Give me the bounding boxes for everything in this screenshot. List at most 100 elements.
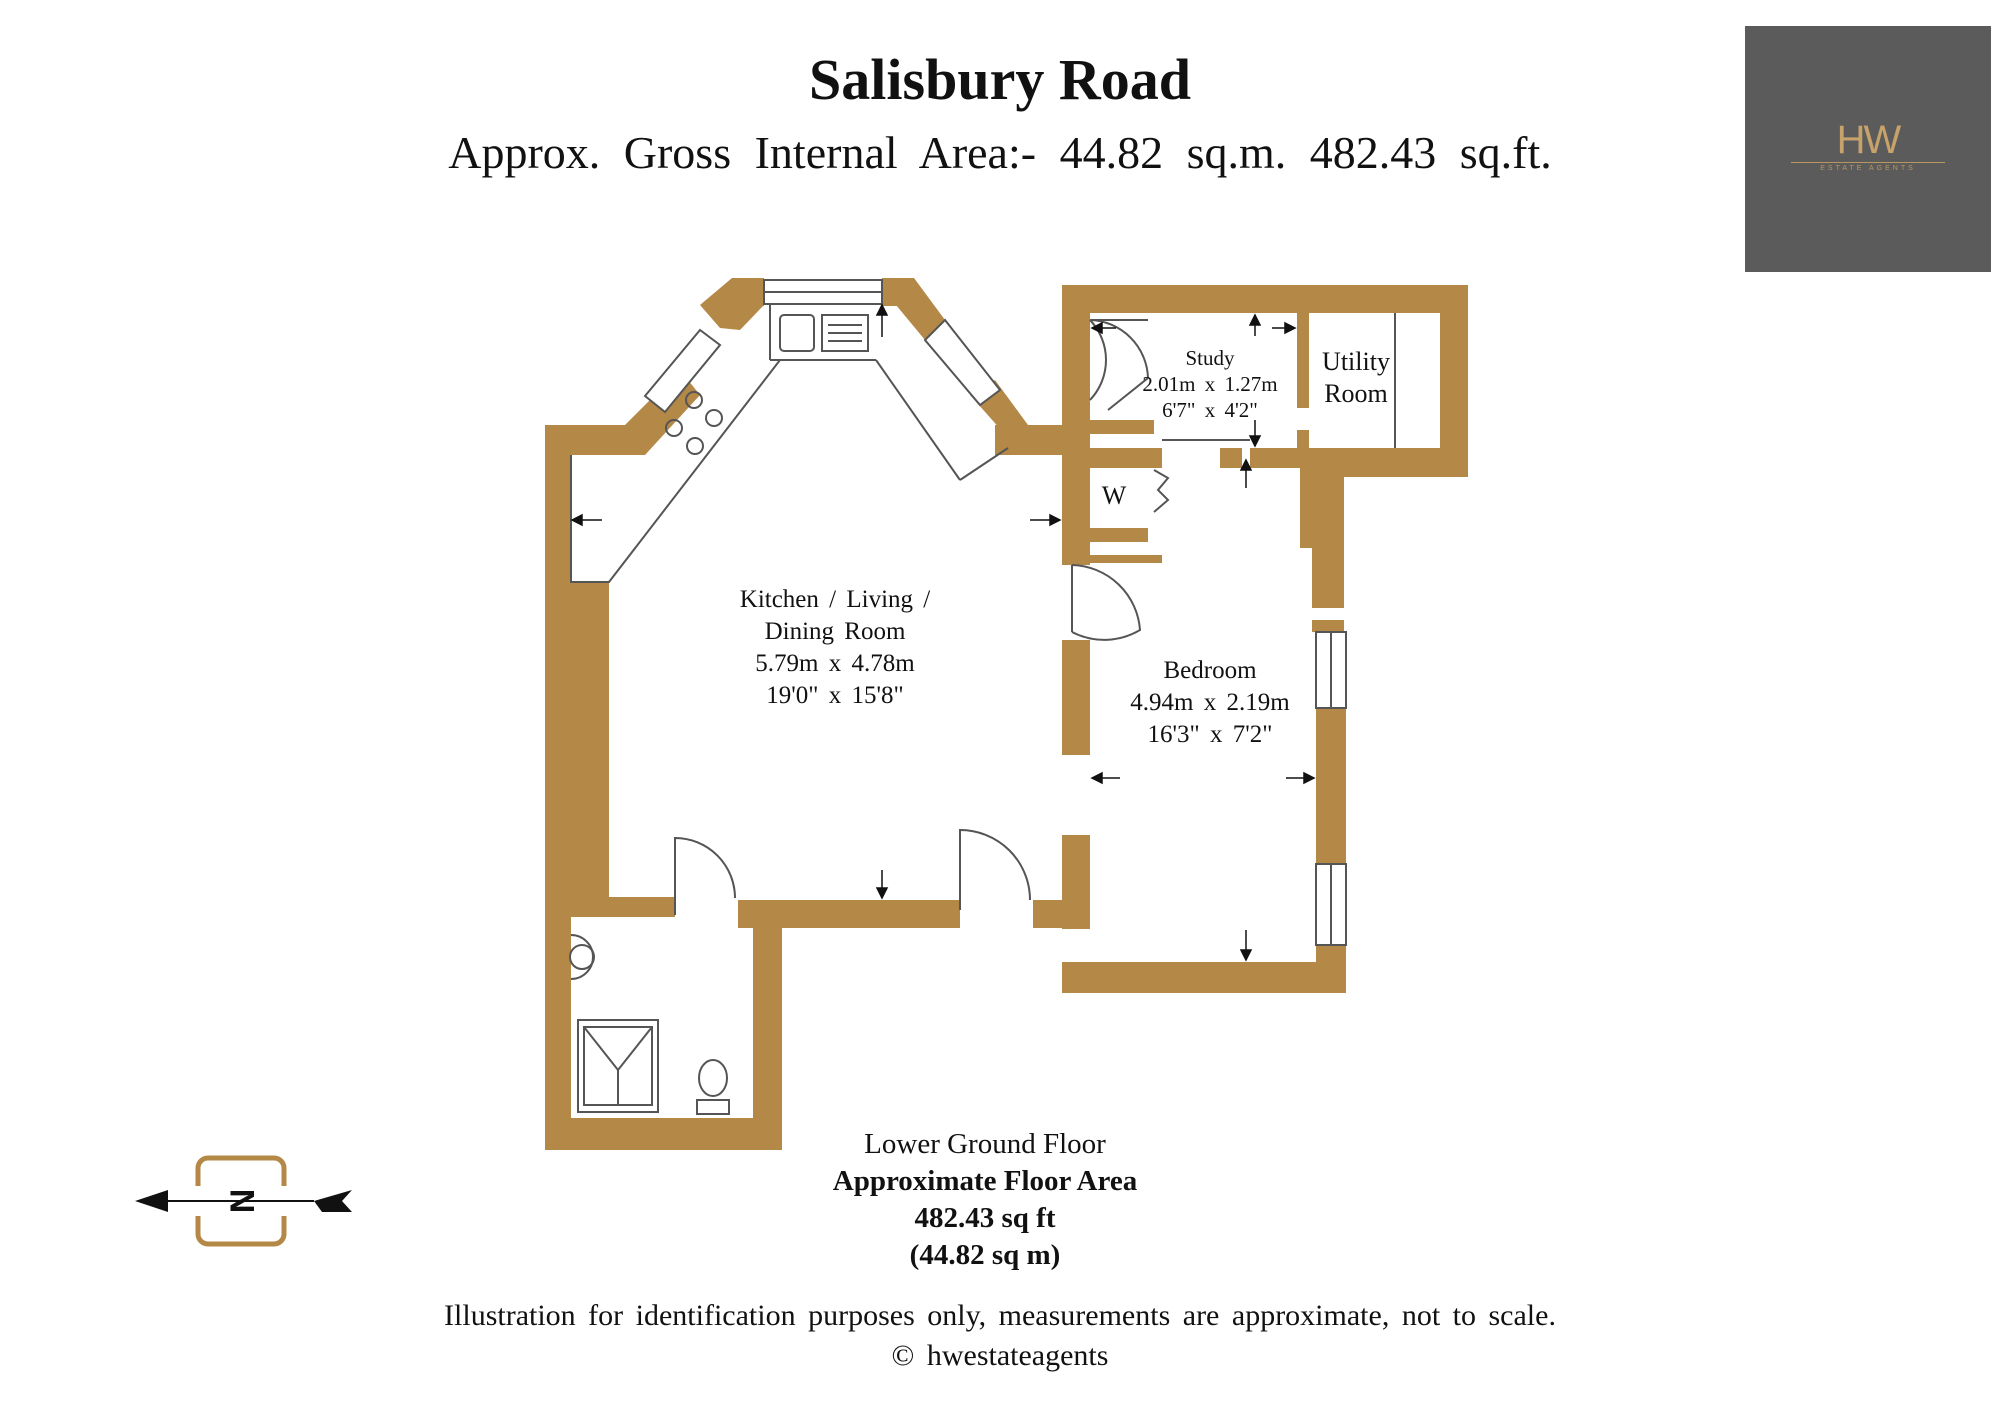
compass-tail xyxy=(314,1190,352,1212)
basin-outer xyxy=(570,934,594,980)
dim-bedroom-top-head xyxy=(1239,458,1253,471)
wall-study-top xyxy=(1062,285,1467,313)
dim-kitchen-left-head xyxy=(570,513,583,527)
logo-divider xyxy=(1791,162,1945,163)
hob-ring-3 xyxy=(686,437,704,455)
wall-left-outer xyxy=(545,425,571,1150)
compass-north-arrow xyxy=(135,1190,168,1212)
wall-bathroom-right xyxy=(753,900,782,1150)
wardrobe-label: W xyxy=(1101,481,1127,510)
utility-name-line2: Room xyxy=(1324,379,1388,408)
wall-utility-right xyxy=(1440,285,1468,477)
bedroom-name: Bedroom xyxy=(1163,657,1257,684)
wall-utility-bottom xyxy=(1342,448,1468,477)
wall-wardrobe-base xyxy=(1072,555,1162,563)
bathroom-fixtures xyxy=(569,934,730,1115)
wall-bay-right-upper xyxy=(882,278,945,340)
wall-mid-lower xyxy=(1062,835,1090,929)
wall-wardrobe-bottom xyxy=(1090,528,1148,542)
gross-area-subtitle: Approx. Gross Internal Area:- 44.82 sq.m… xyxy=(448,127,1552,178)
bedroom-metric: 4.94m x 2.19m xyxy=(1130,689,1290,716)
wall-bedroom-right-top xyxy=(1300,448,1344,548)
wall-bedroom-right-jog xyxy=(1312,548,1344,608)
study-label: Study 2.01m x 1.27m 6'7" x 4'2" xyxy=(1125,345,1295,423)
dim-study-right-head xyxy=(1284,321,1297,335)
toilet-cistern xyxy=(696,1099,730,1115)
door-bedroom xyxy=(1071,564,1142,641)
worktop-right-front xyxy=(875,359,961,481)
bedroom-imperial: 16'3" x 7'2" xyxy=(1147,721,1273,748)
dim-kitchen-right-head xyxy=(1049,513,1062,527)
wall-bathroom-bottom xyxy=(545,1118,782,1150)
sink-bowl xyxy=(779,314,815,352)
study-name: Study xyxy=(1185,346,1235,370)
disclaimer-text: Illustration for identification purposes… xyxy=(444,1299,1556,1332)
kitchen-label: Kitchen / Living / Dining Room 5.79m x 4… xyxy=(700,584,970,712)
door-study xyxy=(1089,319,1150,411)
toilet-bowl xyxy=(698,1059,728,1097)
shower-line-2 xyxy=(617,1026,653,1071)
worktop-right-end xyxy=(959,447,1009,481)
dim-study-top-head xyxy=(1248,313,1262,326)
door-kitchen-bottom xyxy=(959,828,1031,910)
kitchen-metric: 5.79m x 4.78m xyxy=(755,650,915,677)
wall-study-bottom-mid xyxy=(1220,448,1242,468)
footer: Illustration for identification purposes… xyxy=(0,1296,2000,1376)
wall-mid-bedroom xyxy=(1062,640,1090,755)
walls xyxy=(545,278,1468,1150)
floor-area-sqft: 482.43 sq ft xyxy=(914,1202,1056,1234)
shower-line-1 xyxy=(583,1026,619,1071)
window-bay-right xyxy=(923,318,1002,407)
wall-bathroom-top-left xyxy=(545,897,675,917)
doors xyxy=(674,319,1250,915)
dim-bedroom-bottom-head xyxy=(1239,949,1253,962)
dim-kitchen-bottom-head xyxy=(875,887,889,900)
copyright-text: © hwestateagents xyxy=(891,1339,1109,1372)
company-logo: HW ESTATE AGENTS xyxy=(1745,26,1991,272)
bedroom-label: Bedroom 4.94m x 2.19m 16'3" x 7'2" xyxy=(1100,655,1320,751)
kitchen-name-line2: Dining Room xyxy=(764,618,906,645)
dim-study-bottom-head xyxy=(1248,435,1262,448)
door-wardrobe-bifold xyxy=(1153,469,1170,513)
kitchen-fixtures xyxy=(570,304,1009,583)
wall-bedroom-right-nib xyxy=(1312,620,1344,632)
window-bay-left xyxy=(643,328,722,414)
compass: N xyxy=(135,1155,352,1247)
windows xyxy=(643,279,1347,946)
study-metric: 2.01m x 1.27m xyxy=(1142,372,1278,396)
wall-kitchen-bottom-right xyxy=(1033,900,1063,928)
hob-ring-2 xyxy=(685,391,703,409)
wall-study-bottom-left xyxy=(1062,448,1162,468)
floor-area-info: Lower Ground Floor Approximate Floor Are… xyxy=(770,1126,1200,1274)
door-bathroom xyxy=(674,836,736,915)
compass-letter: N xyxy=(224,1189,262,1214)
wall-bay-left-cap xyxy=(732,278,764,306)
shower-tray xyxy=(577,1019,659,1113)
dim-bedroom-right-head xyxy=(1303,771,1316,785)
wall-left-thick xyxy=(571,582,609,897)
basin-bowl xyxy=(569,944,595,970)
sink-drainer xyxy=(821,314,869,352)
hob-ring-4 xyxy=(705,409,723,427)
dimension-arrows xyxy=(570,303,1316,962)
floor-name: Lower Ground Floor xyxy=(864,1128,1106,1160)
page-title: Salisbury Road xyxy=(809,47,1191,112)
dim-study-left-head xyxy=(1090,321,1103,335)
worktop-left xyxy=(570,359,781,583)
wall-kitchen-bottom xyxy=(738,900,960,928)
kitchen-name-line1: Kitchen / Living / xyxy=(739,586,931,613)
floor-area-heading: Approximate Floor Area xyxy=(832,1165,1138,1197)
logo-mark: HW xyxy=(1836,118,1902,162)
logo-subtext: ESTATE AGENTS xyxy=(1820,165,1916,172)
wall-study-utility xyxy=(1297,313,1309,408)
dim-bedroom-left-head xyxy=(1090,771,1103,785)
wall-top-left xyxy=(545,425,645,455)
hob-ring-1 xyxy=(665,419,683,437)
wall-study-utility-lower xyxy=(1297,430,1309,450)
utility-name-line1: Utility xyxy=(1322,347,1390,376)
floor-area-sqm: (44.82 sq m) xyxy=(909,1239,1061,1271)
kitchen-imperial: 19'0" x 15'8" xyxy=(766,682,904,709)
study-imperial: 6'7" x 4'2" xyxy=(1162,398,1258,422)
wall-wardrobe-top xyxy=(1090,420,1154,434)
